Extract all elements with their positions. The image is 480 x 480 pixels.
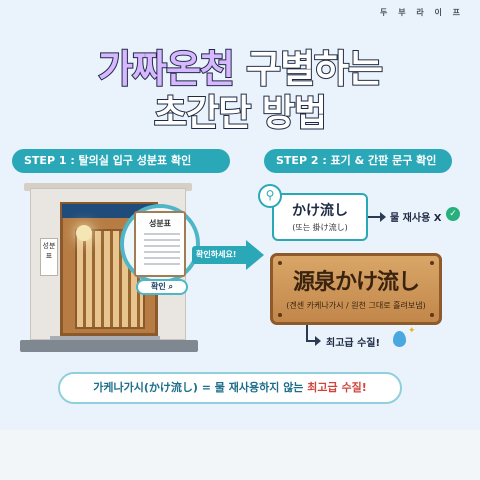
lamp-glow xyxy=(76,225,92,241)
wall-ingredient-sign: 성분표 xyxy=(40,238,58,276)
small-sign: かけ流し (또는 掛け流し) xyxy=(272,193,368,241)
sign-bolt xyxy=(430,313,434,317)
ingredient-card-title: 성분표 xyxy=(148,219,172,228)
arrow-right-icon xyxy=(192,246,248,264)
elbow-arrow-vertical xyxy=(306,325,308,341)
small-sign-main: かけ流し xyxy=(292,203,348,219)
arrow-right-icon xyxy=(315,336,321,346)
wood-sign-main: 源泉かけ流し xyxy=(292,270,420,295)
entrance-step xyxy=(50,336,160,342)
sparkle-icon: ✦ xyxy=(408,326,416,336)
summary-pill: 가케나가시(かけ流し) = 물 재사용하지 않는 최고급 수질! xyxy=(58,372,402,404)
check-button[interactable]: 확인 ⌕ xyxy=(136,279,188,295)
wood-sign-sub: (겐센 카케나가시 / 원천 그대로 흘려보냄) xyxy=(286,301,426,310)
door-lattice xyxy=(75,229,145,329)
bathhouse-roof xyxy=(24,183,192,191)
arrow-line xyxy=(368,216,382,218)
small-sign-sub: (또는 掛け流し) xyxy=(292,223,348,232)
sign-bolt xyxy=(278,261,282,265)
summary-text: 가케나가시(かけ流し) = 물 재사용하지 않는 xyxy=(93,381,308,394)
title-highlight: 가짜온천 xyxy=(97,46,236,92)
reuse-text: 물 재사용 X xyxy=(390,213,442,224)
elbow-arrow-horizontal xyxy=(306,340,316,342)
arrow-head xyxy=(246,240,264,270)
title-line1: 가짜온천 구별하는 xyxy=(0,38,480,93)
wood-sign: 源泉かけ流し (겐센 카케나가시 / 원천 그대로 흘려보냄) xyxy=(270,253,442,325)
search-icon: ⚲ xyxy=(258,184,282,208)
floor xyxy=(20,340,198,352)
step1-badge: STEP 1 : 탈의실 입구 성분표 확인 xyxy=(12,149,230,173)
arrow-right-icon xyxy=(380,212,386,222)
brand-label: 두 부 라 이 프 xyxy=(380,8,464,17)
sign-bolt xyxy=(278,313,282,317)
title-line2: 초간단 방법 xyxy=(153,92,328,135)
best-quality-text: 최고급 수질! xyxy=(326,338,381,349)
search-icon: ⌕ xyxy=(168,282,173,291)
ingredient-card-lines xyxy=(144,233,180,267)
water-drop-icon xyxy=(393,331,406,347)
title-line1-rest: 구별하는 xyxy=(233,46,384,92)
check-circle-icon: ✓ xyxy=(446,207,460,221)
ingredient-card: 성분표 xyxy=(134,211,186,277)
bottom-band xyxy=(0,430,480,480)
step2-badge: STEP 2 : 표기 & 간판 문구 확인 xyxy=(264,149,452,173)
summary-emphasis: 최고급 수질! xyxy=(307,381,367,394)
check-button-label: 확인 xyxy=(150,282,166,291)
sign-bolt xyxy=(430,261,434,265)
arrow-label: 확인하세요! xyxy=(196,250,237,259)
